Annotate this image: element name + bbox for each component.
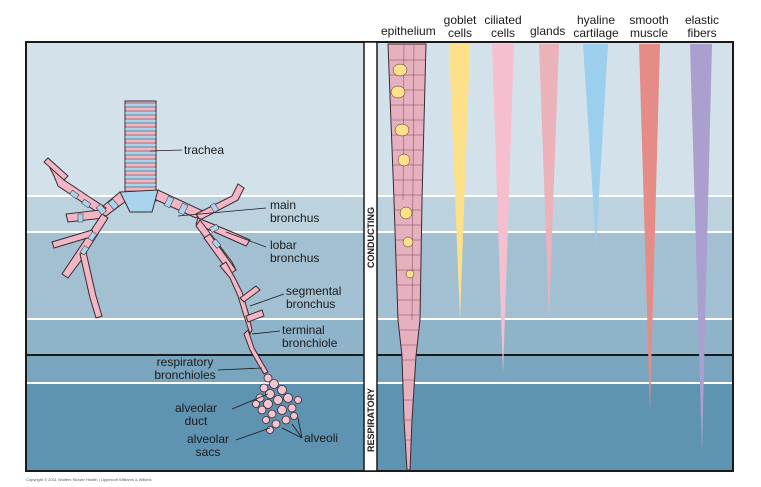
label-respiratory-line1: respiratory bbox=[156, 355, 214, 369]
epithelium-column bbox=[387, 43, 427, 471]
label-trachea: trachea bbox=[184, 143, 225, 157]
diagram-frame bbox=[25, 41, 734, 472]
label-main-line2: bronchus bbox=[270, 211, 320, 225]
label-lobar-line2: bronchus bbox=[270, 251, 320, 265]
header-goblet-line1: goblet bbox=[443, 13, 477, 27]
label-segmental-line2: bronchus bbox=[286, 297, 336, 311]
label-segmental-bronchus: segmental bronchus bbox=[286, 285, 341, 311]
goblet-cells-wedge bbox=[449, 44, 470, 320]
header-goblet-cells: goblet cells bbox=[441, 14, 479, 40]
header-smooth-line2: muscle bbox=[629, 26, 668, 40]
left-lower-twig-a bbox=[79, 251, 103, 319]
header-goblet-line2: cells bbox=[447, 26, 472, 40]
zone-label-respiratory: RESPIRATORY bbox=[366, 388, 376, 452]
elastic-fibers-wedge bbox=[690, 44, 712, 452]
label-main-bronchus: main bronchus bbox=[270, 199, 319, 225]
left-upper-twig bbox=[43, 157, 69, 181]
terminal-bronchiole-path bbox=[243, 329, 269, 375]
header-ciliated-cells: ciliated cells bbox=[483, 14, 523, 40]
label-terminal-line1: terminal bbox=[282, 323, 325, 337]
header-elastic-line1: elastic bbox=[684, 13, 719, 27]
label-sacs-line1: alveolar bbox=[186, 432, 230, 446]
copyright-notice: Copyright © 2011 Wolters Kluwer Health |… bbox=[26, 477, 152, 482]
header-elastic-line2: fibers bbox=[687, 26, 717, 40]
band-respiratory-bronchioles bbox=[26, 355, 733, 383]
label-alveoli: alveoli bbox=[304, 431, 339, 445]
label-alveolar-duct: alveolar duct bbox=[160, 402, 232, 428]
label-respiratory-line2: bronchioles bbox=[154, 368, 216, 382]
header-ciliated-line1: ciliated bbox=[484, 13, 522, 27]
label-sacs-line2: sacs bbox=[195, 445, 221, 459]
epithelium-goblet-cells bbox=[390, 63, 415, 279]
header-hyaline-line2: cartilage bbox=[573, 26, 619, 40]
hyaline-cartilage-wedge bbox=[583, 44, 608, 246]
label-alveolar-sacs: alveolar sacs bbox=[180, 433, 236, 459]
label-lobar-line1: lobar bbox=[270, 238, 297, 252]
label-terminal-line2: bronchiole bbox=[282, 336, 338, 350]
band-lobar-segmental bbox=[26, 233, 733, 319]
header-smooth-line1: smooth bbox=[629, 13, 669, 27]
header-hyaline-line1: hyaline bbox=[576, 13, 616, 27]
ciliated-cells-wedge bbox=[492, 44, 514, 374]
airway-tree bbox=[43, 100, 302, 434]
right-mid-branch bbox=[195, 217, 251, 247]
glands-wedge bbox=[539, 44, 559, 318]
segmental-side-twig bbox=[245, 309, 265, 323]
zone-label-conducting: CONDUCTING bbox=[366, 207, 376, 268]
label-lobar-bronchus: lobar bronchus bbox=[270, 239, 319, 265]
label-terminal-bronchiole: terminal bronchiole bbox=[282, 324, 337, 350]
leader-lines bbox=[149, 149, 303, 441]
segmental-side-twig bbox=[239, 285, 261, 303]
label-duct-line1: alveolar bbox=[174, 401, 218, 415]
header-hyaline-cartilage: hyaline cartilage bbox=[570, 14, 622, 40]
segmental-bronchus-path bbox=[219, 261, 253, 336]
alveolar-cluster bbox=[252, 373, 302, 434]
header-smooth-muscle: smooth muscle bbox=[626, 14, 672, 40]
tissue-wedges bbox=[449, 44, 712, 452]
smooth-muscle-wedge bbox=[639, 44, 660, 412]
zone-bands bbox=[25, 41, 734, 472]
label-segmental-line1: segmental bbox=[286, 284, 342, 298]
header-elastic-fibers: elastic fibers bbox=[680, 14, 724, 40]
header-glands: glands bbox=[530, 24, 566, 38]
label-duct-line2: duct bbox=[184, 414, 208, 428]
label-respiratory-bronchioles: respiratory bronchioles bbox=[150, 356, 220, 382]
header-ciliated-line2: cells bbox=[490, 26, 515, 40]
carina-junction bbox=[119, 189, 159, 213]
epithelium-strip bbox=[387, 43, 427, 471]
band-alveoli bbox=[26, 383, 733, 471]
label-main-line1: main bbox=[270, 198, 297, 212]
band-terminal-bronchiole bbox=[26, 319, 733, 355]
bronchial-cartilage-plates bbox=[69, 189, 222, 256]
zone-label-strip bbox=[363, 41, 378, 472]
header-epithelium: epithelium bbox=[381, 24, 436, 38]
